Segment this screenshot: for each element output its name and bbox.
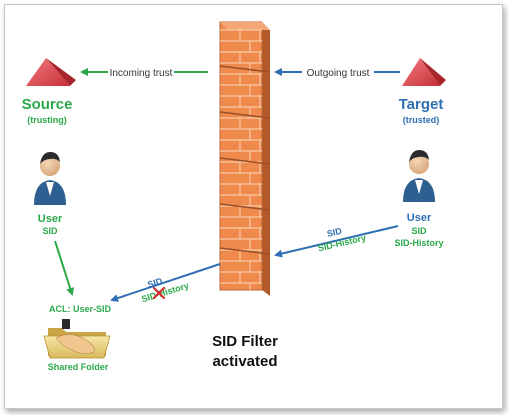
target-user-sid: SID: [411, 226, 427, 236]
target-user-icon: [403, 150, 435, 202]
incoming-trust-arrow: Incoming trust: [80, 68, 208, 79]
source-user-name: User: [38, 213, 63, 225]
outgoing-trust-arrow: Outgoing trust: [274, 68, 400, 79]
firewall-wall: [219, 21, 271, 296]
target-title: Target: [399, 96, 444, 113]
right-arrow-sid: SID: [326, 226, 343, 239]
sid-filter-status: activated: [212, 353, 277, 370]
user-to-acl-arrow: [54, 240, 74, 296]
outgoing-trust-label: Outgoing trust: [307, 68, 370, 79]
acl-label: ACL: User-SID: [49, 304, 112, 314]
shared-folder-label: Shared Folder: [48, 362, 109, 372]
source-domain-icon: [26, 58, 76, 86]
sid-filter-title: SID Filter: [212, 333, 278, 350]
incoming-trust-label: Incoming trust: [110, 68, 173, 79]
target-to-filter-arrow: [274, 225, 399, 258]
filter-to-acl-arrow: [110, 263, 221, 302]
target-user-name: User: [407, 212, 432, 224]
shared-folder-icon: [43, 319, 111, 359]
left-arrow-sid: SID: [146, 276, 164, 290]
target-subtitle: (trusted): [403, 115, 440, 125]
target-domain-icon: [402, 58, 446, 86]
target-user-sid-history: SID-History: [394, 238, 443, 248]
source-user-icon: [34, 152, 66, 205]
source-title: Source: [22, 96, 73, 113]
source-user-sid: SID: [42, 226, 58, 236]
blocked-cross-icon: [152, 286, 166, 300]
source-subtitle: (trusting): [27, 115, 67, 125]
